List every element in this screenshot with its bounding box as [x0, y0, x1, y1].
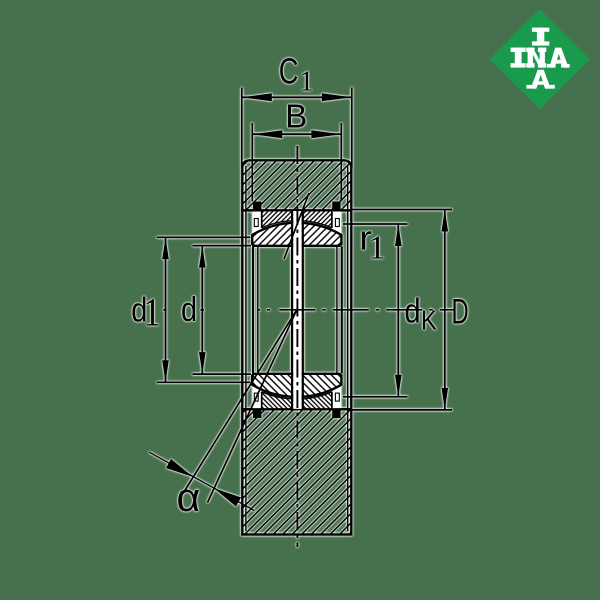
svg-text:K: K — [421, 304, 437, 336]
svg-text:r: r — [359, 218, 372, 257]
svg-text:d: d — [405, 291, 421, 330]
svg-text:α: α — [177, 475, 201, 520]
svg-text:B: B — [285, 98, 307, 135]
svg-text:C: C — [279, 51, 299, 92]
svg-text:d: d — [131, 290, 147, 329]
svg-text:1: 1 — [369, 230, 386, 267]
svg-text:1: 1 — [144, 291, 161, 335]
svg-text:d: d — [181, 290, 197, 329]
svg-text:D: D — [452, 293, 469, 332]
svg-text:1: 1 — [300, 66, 314, 97]
